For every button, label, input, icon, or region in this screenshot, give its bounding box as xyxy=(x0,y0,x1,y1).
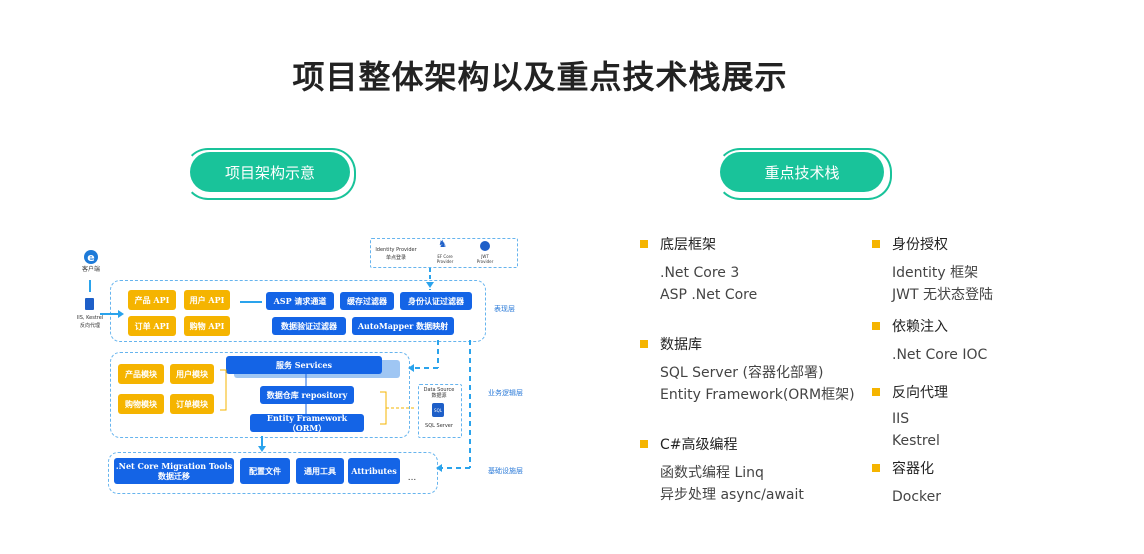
stack-line: 异步处理 async/await xyxy=(660,487,804,503)
stack-heading: C#高级编程 xyxy=(660,437,738,453)
server-icon xyxy=(85,298,94,310)
filter-automapper: AutoMapper 数据映射 xyxy=(352,317,454,335)
api-shopping: 购物 API xyxy=(184,316,230,336)
jwt-icon xyxy=(480,241,490,251)
stack-item-container: 容器化 Docker xyxy=(872,458,941,504)
presentation-tag: 表现层 xyxy=(494,305,515,313)
sqlserver-label: SQL Server xyxy=(425,423,453,429)
stack-line: 函数式编程 Linq xyxy=(660,465,764,481)
stack-item-framework: 底层框架 .Net Core 3 ASP .Net Core xyxy=(640,234,757,302)
stack-line: Identity 框架 xyxy=(892,265,979,281)
datasource-zone xyxy=(418,384,462,438)
page-title: 项目整体架构以及重点技术栈展示 xyxy=(292,58,788,96)
iis-label: IIS, Kestrel 反向代理 xyxy=(76,315,104,329)
module-shopping: 购物模块 xyxy=(118,394,164,414)
stack-line: .Net Core IOC xyxy=(892,347,988,363)
identity-zone xyxy=(370,238,518,268)
module-order: 订单模块 xyxy=(170,394,214,414)
stack-item-proxy: 反向代理 IIS Kestrel xyxy=(872,382,948,448)
left-pill-label: 项目架构示意 xyxy=(224,163,315,182)
stack-heading: 容器化 xyxy=(892,461,934,477)
right-pill-ring xyxy=(716,148,892,200)
infrastructure-zone xyxy=(108,452,438,494)
stack-heading: 底层框架 xyxy=(660,237,716,253)
migration-block: .Net Core Migration Tools 数据迁移 xyxy=(114,458,234,484)
services-block: 服务 Services xyxy=(226,356,382,374)
module-product: 产品模块 xyxy=(118,364,164,384)
filter-auth: 身份认证过滤器 xyxy=(400,292,472,310)
stack-heading: 数据库 xyxy=(660,337,702,353)
ef-core-provider-label: EF Core Provider xyxy=(436,254,454,264)
bullet-icon xyxy=(872,322,880,330)
bullet-icon xyxy=(640,440,648,448)
stack-line: Kestrel xyxy=(892,433,940,449)
filter-validation: 数据验证过滤器 xyxy=(272,317,346,335)
more-ellipsis: ... xyxy=(407,473,417,483)
stack-line: Entity Framework(ORM框架) xyxy=(660,387,855,403)
stack-line: .Net Core 3 xyxy=(660,265,740,281)
stack-item-csharp: C#高级编程 函数式编程 Linq 异步处理 async/await xyxy=(640,434,804,502)
bullet-icon xyxy=(872,464,880,472)
bullet-icon xyxy=(872,240,880,248)
jwt-provider-label: JWT Provider xyxy=(476,254,494,264)
client-label: 客户端 xyxy=(81,266,100,273)
api-product: 产品 API xyxy=(128,290,176,310)
bullet-icon xyxy=(640,340,648,348)
stack-line: ASP .Net Core xyxy=(660,287,758,303)
identity-provider-label: Identity Provider 单点登录 xyxy=(375,247,417,261)
stack-heading: 依赖注入 xyxy=(892,319,948,335)
bullet-icon xyxy=(872,388,880,396)
business-tag: 业务逻辑层 xyxy=(488,389,523,397)
left-pill: 项目架构示意 xyxy=(190,152,350,192)
business-zone xyxy=(110,352,410,438)
ef-block: Entity Framework （ORM） xyxy=(250,413,364,433)
api-user: 用户 API xyxy=(184,290,230,310)
presentation-zone xyxy=(110,280,486,342)
stack-line: JWT 无状态登陆 xyxy=(892,287,993,303)
module-user: 用户模块 xyxy=(170,364,214,384)
sql-icon: SQL xyxy=(432,403,444,417)
edge-browser-icon: e xyxy=(84,250,98,264)
api-order: 订单 API xyxy=(128,316,176,336)
ef-core-icon: ♞ xyxy=(438,239,447,250)
left-pill-ring xyxy=(184,148,356,200)
config-block: 配置文件 xyxy=(240,458,290,484)
stack-item-database: 数据库 SQL Server (容器化部署) Entity Framework(… xyxy=(640,334,855,402)
attributes-block: Attributes xyxy=(348,458,400,484)
infrastructure-tag: 基础设施层 xyxy=(488,467,523,475)
filter-cache: 缓存过滤器 xyxy=(340,292,394,310)
datasource-label: Data Source 数据源 xyxy=(423,387,455,399)
stack-heading: 反向代理 xyxy=(892,385,948,401)
right-pill: 重点技术栈 xyxy=(720,152,884,192)
tools-block: 通用工具 xyxy=(296,458,344,484)
bullet-icon xyxy=(640,240,648,248)
stack-heading: 身份授权 xyxy=(892,237,948,253)
stack-line: Docker xyxy=(892,489,942,505)
filter-asp-channel: ASP 请求通道 xyxy=(266,292,334,310)
stack-item-di: 依赖注入 .Net Core IOC xyxy=(872,316,987,362)
stack-line: IIS xyxy=(892,411,910,427)
stack-line: SQL Server (容器化部署) xyxy=(660,365,824,381)
stack-item-auth: 身份授权 Identity 框架 JWT 无状态登陆 xyxy=(872,234,993,302)
right-pill-label: 重点技术栈 xyxy=(764,163,840,182)
repository-block: 数据仓库 repository xyxy=(260,386,354,404)
